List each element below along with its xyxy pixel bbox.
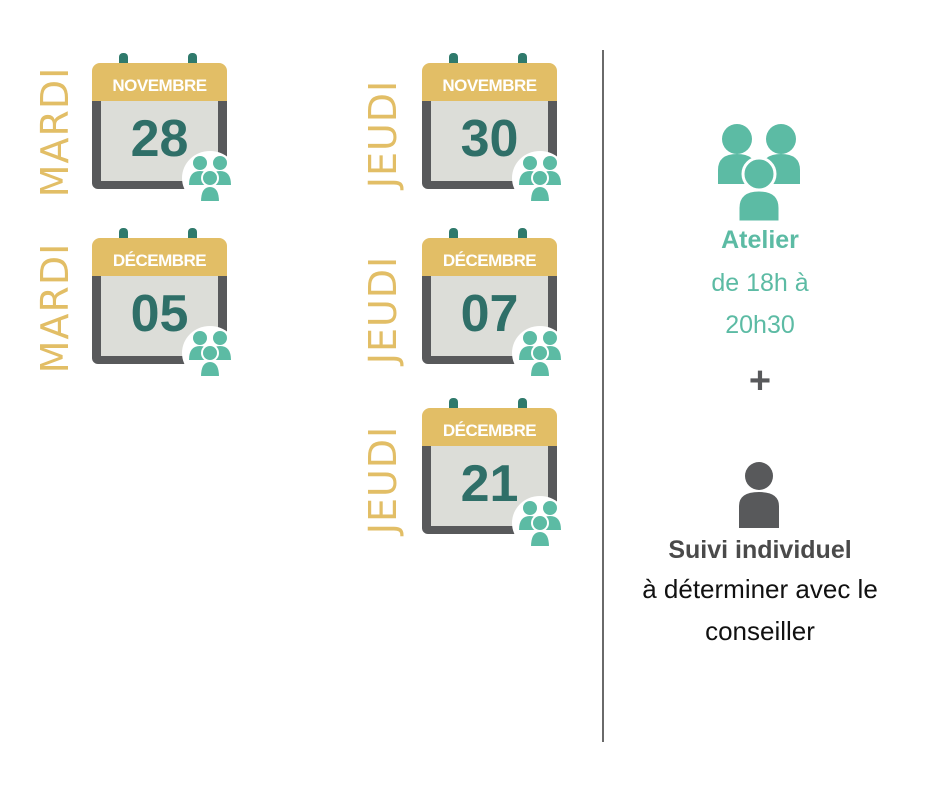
day-label-jeudi-21: JEUDI [361, 425, 405, 535]
calendar-month: DÉCEMBRE [422, 238, 557, 276]
calendar-dec-21: DÉCEMBRE 21 [422, 398, 568, 550]
day-label-mardi-28: MARDI [33, 66, 77, 198]
calendar-date: 28 [130, 110, 189, 168]
calendar-month: DÉCEMBRE [92, 238, 227, 276]
atelier-time: de 18h à 20h30 [610, 262, 910, 346]
calendar-month: NOVEMBRE [422, 63, 557, 101]
group-icon [716, 122, 802, 224]
suivi-text-line1: à déterminer avec le [642, 574, 878, 604]
calendar-dec-07: DÉCEMBRE 07 [422, 228, 568, 380]
atelier-time-line1: de 18h à [711, 269, 809, 297]
day-label-jeudi-30: JEUDI [361, 79, 405, 189]
atelier-title: Atelier [721, 226, 799, 254]
atelier-time-line2: 20h30 [725, 311, 795, 339]
group-icon [182, 151, 238, 205]
suivi-title: Suivi individuel [668, 536, 852, 564]
group-icon [512, 496, 568, 550]
day-label-mardi-05: MARDI [33, 242, 77, 374]
vertical-divider [602, 50, 604, 742]
suivi-text: à déterminer avec le conseiller [610, 568, 910, 652]
calendar-dec-05: DÉCEMBRE 05 [92, 228, 238, 380]
calendar-month: DÉCEMBRE [422, 408, 557, 446]
calendar-month: NOVEMBRE [92, 63, 227, 101]
day-label-jeudi-07: JEUDI [361, 255, 405, 365]
plus-icon: + [748, 360, 772, 402]
suivi-text-line2: conseiller [705, 616, 815, 646]
calendar-nov-28: NOVEMBRE 28 [92, 53, 238, 205]
group-icon [512, 151, 568, 205]
calendar-date: 07 [460, 285, 519, 343]
calendar-nov-30: NOVEMBRE 30 [422, 53, 568, 205]
calendar-date: 05 [130, 285, 189, 343]
calendar-date: 30 [460, 110, 519, 168]
person-icon [738, 462, 780, 528]
calendar-date: 21 [460, 455, 519, 513]
group-icon [512, 326, 568, 380]
group-icon [182, 326, 238, 380]
